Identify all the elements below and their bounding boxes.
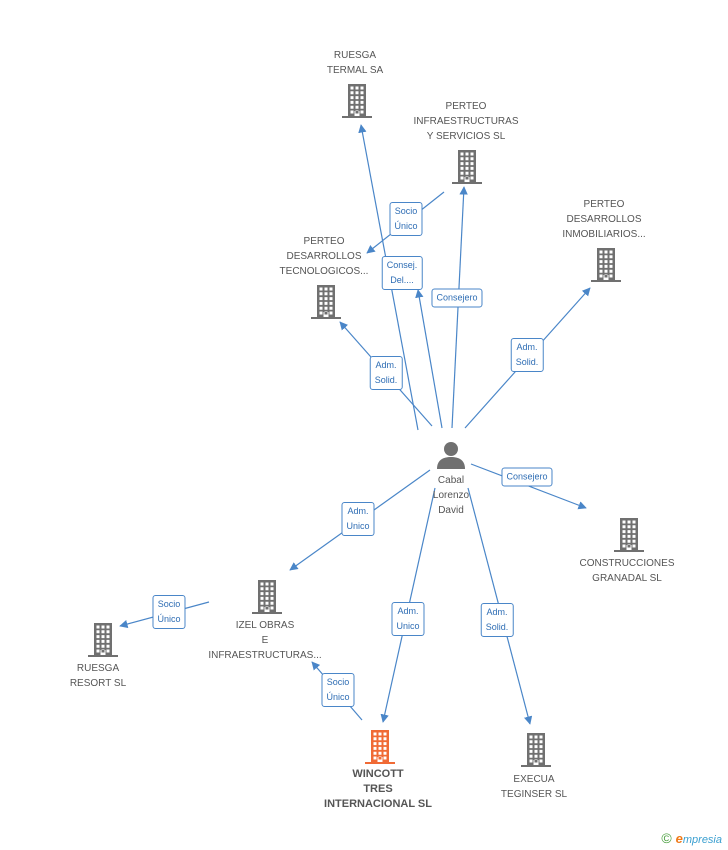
relation-label-line: Solid. (515, 357, 539, 367)
relation-label-line: Adm. (347, 506, 369, 516)
node-label-line: RESORT SL (69, 678, 127, 689)
copyright-symbol: © (661, 830, 672, 846)
node-label-line: PERTEO (445, 101, 487, 112)
relation-label-line: Consejero (436, 292, 478, 303)
node-label-line: DESARROLLOS (566, 214, 642, 225)
node-label-line: Lorenzo (432, 490, 470, 501)
relation-label-line: Único (157, 614, 181, 624)
node-label-perteo-tecno[interactable]: PERTEO DESARROLLOS TECNOLOGICOS... (280, 234, 369, 279)
building-icon[interactable] (88, 623, 118, 657)
relation-label-line: Único (394, 221, 418, 231)
relation-label-line: Adm. (486, 607, 508, 617)
relation-label-line: Unico (396, 621, 420, 631)
node-label-construcciones[interactable]: CONSTRUCCIONES GRANADAL SL (579, 556, 674, 586)
relation-label[interactable]: Adm. Unico (341, 502, 375, 536)
node-label-line: E (261, 635, 269, 646)
building-icon[interactable] (311, 285, 341, 319)
relation-label-line: Adm. (516, 342, 538, 352)
node-label-line: RUESGA (333, 50, 377, 61)
relation-label-line: Adm. (375, 360, 397, 370)
node-label-line: PERTEO (303, 236, 345, 247)
node-label-line: Cabal (437, 475, 465, 486)
node-label-line: IZEL OBRAS (235, 620, 295, 631)
relation-label-line: Adm. (397, 606, 419, 616)
relation-label[interactable]: Consejero (431, 288, 483, 308)
relation-label[interactable]: Adm. Solid. (480, 603, 514, 637)
node-label-perteo-inmo[interactable]: PERTEO DESARROLLOS INMOBILIARIOS... (562, 197, 645, 242)
node-label-ruesga-termal[interactable]: RUESGA TERMAL SA (327, 48, 383, 78)
building-icon[interactable] (452, 150, 482, 184)
relation-label-line: Socio (157, 599, 181, 609)
building-icon[interactable] (342, 84, 372, 118)
relation-label[interactable]: Consej. Del.... (381, 256, 423, 290)
brand-logo[interactable]: empresia (676, 831, 722, 846)
relation-label-line: Solid. (374, 375, 398, 385)
node-label-line: TECNOLOGICOS... (279, 266, 369, 277)
relation-label[interactable]: Adm. Solid. (369, 356, 403, 390)
relation-edge (451, 186, 468, 429)
node-label-line: TERMAL SA (326, 65, 384, 76)
relation-label-line: Solid. (485, 622, 509, 632)
relation-label-line: Del.... (390, 275, 414, 285)
node-label-line: Y SERVICIOS SL (426, 131, 506, 142)
relation-label-line: Socio (394, 206, 418, 216)
building-icon[interactable] (521, 733, 551, 767)
node-label-izel[interactable]: IZEL OBRAS E INFRAESTRUCTURAS... (208, 618, 321, 663)
building-icon[interactable] (614, 518, 644, 552)
node-label-ruesga-resort[interactable]: RUESGA RESORT SL (70, 661, 126, 691)
relation-edge (415, 289, 443, 429)
relation-label-line: Socio (326, 677, 350, 687)
node-label-line: INFRAESTRUCTURAS... (208, 650, 322, 661)
node-label-line: INTERNACIONAL SL (324, 798, 432, 810)
relation-label[interactable]: Adm. Unico (391, 602, 425, 636)
building-icon-focus[interactable] (365, 730, 395, 764)
node-label-line: INFRAESTRUCTURAS (413, 116, 519, 127)
node-label-perteo-infra[interactable]: PERTEO INFRAESTRUCTURAS Y SERVICIOS SL (413, 99, 518, 144)
node-label-line: EXECUA (513, 774, 555, 785)
relation-label-line: Único (326, 692, 350, 702)
relation-label[interactable]: Consejero (501, 467, 553, 487)
brand-initial: e (675, 830, 683, 846)
node-label-line: GRANADAL SL (592, 573, 662, 584)
node-label-wincott[interactable]: WINCOTT TRES INTERNACIONAL SL (324, 767, 432, 812)
footer-brand: © empresia (661, 830, 722, 846)
node-label-line: David (438, 505, 464, 516)
person-icon[interactable] (437, 442, 465, 469)
brand-rest: mpresia (682, 833, 722, 846)
node-label-execua[interactable]: EXECUA TEGINSER SL (501, 772, 567, 802)
node-label-line: TRES (363, 783, 393, 795)
node-label-line: TEGINSER SL (500, 789, 568, 800)
node-label-line: PERTEO (583, 199, 625, 210)
node-label-line: CONSTRUCCIONES (579, 558, 675, 569)
relation-label[interactable]: Adm. Solid. (510, 338, 544, 372)
relation-label-line: Consej. (386, 260, 418, 270)
node-label-line: INMOBILIARIOS... (562, 229, 646, 240)
building-icon[interactable] (591, 248, 621, 282)
node-label-line: RUESGA (76, 663, 120, 674)
node-label-line: WINCOTT (352, 768, 404, 780)
building-icon[interactable] (252, 580, 282, 614)
relation-label-line: Unico (346, 521, 370, 531)
node-label-line: DESARROLLOS (286, 251, 362, 262)
relation-label-line: Consejero (506, 471, 548, 482)
